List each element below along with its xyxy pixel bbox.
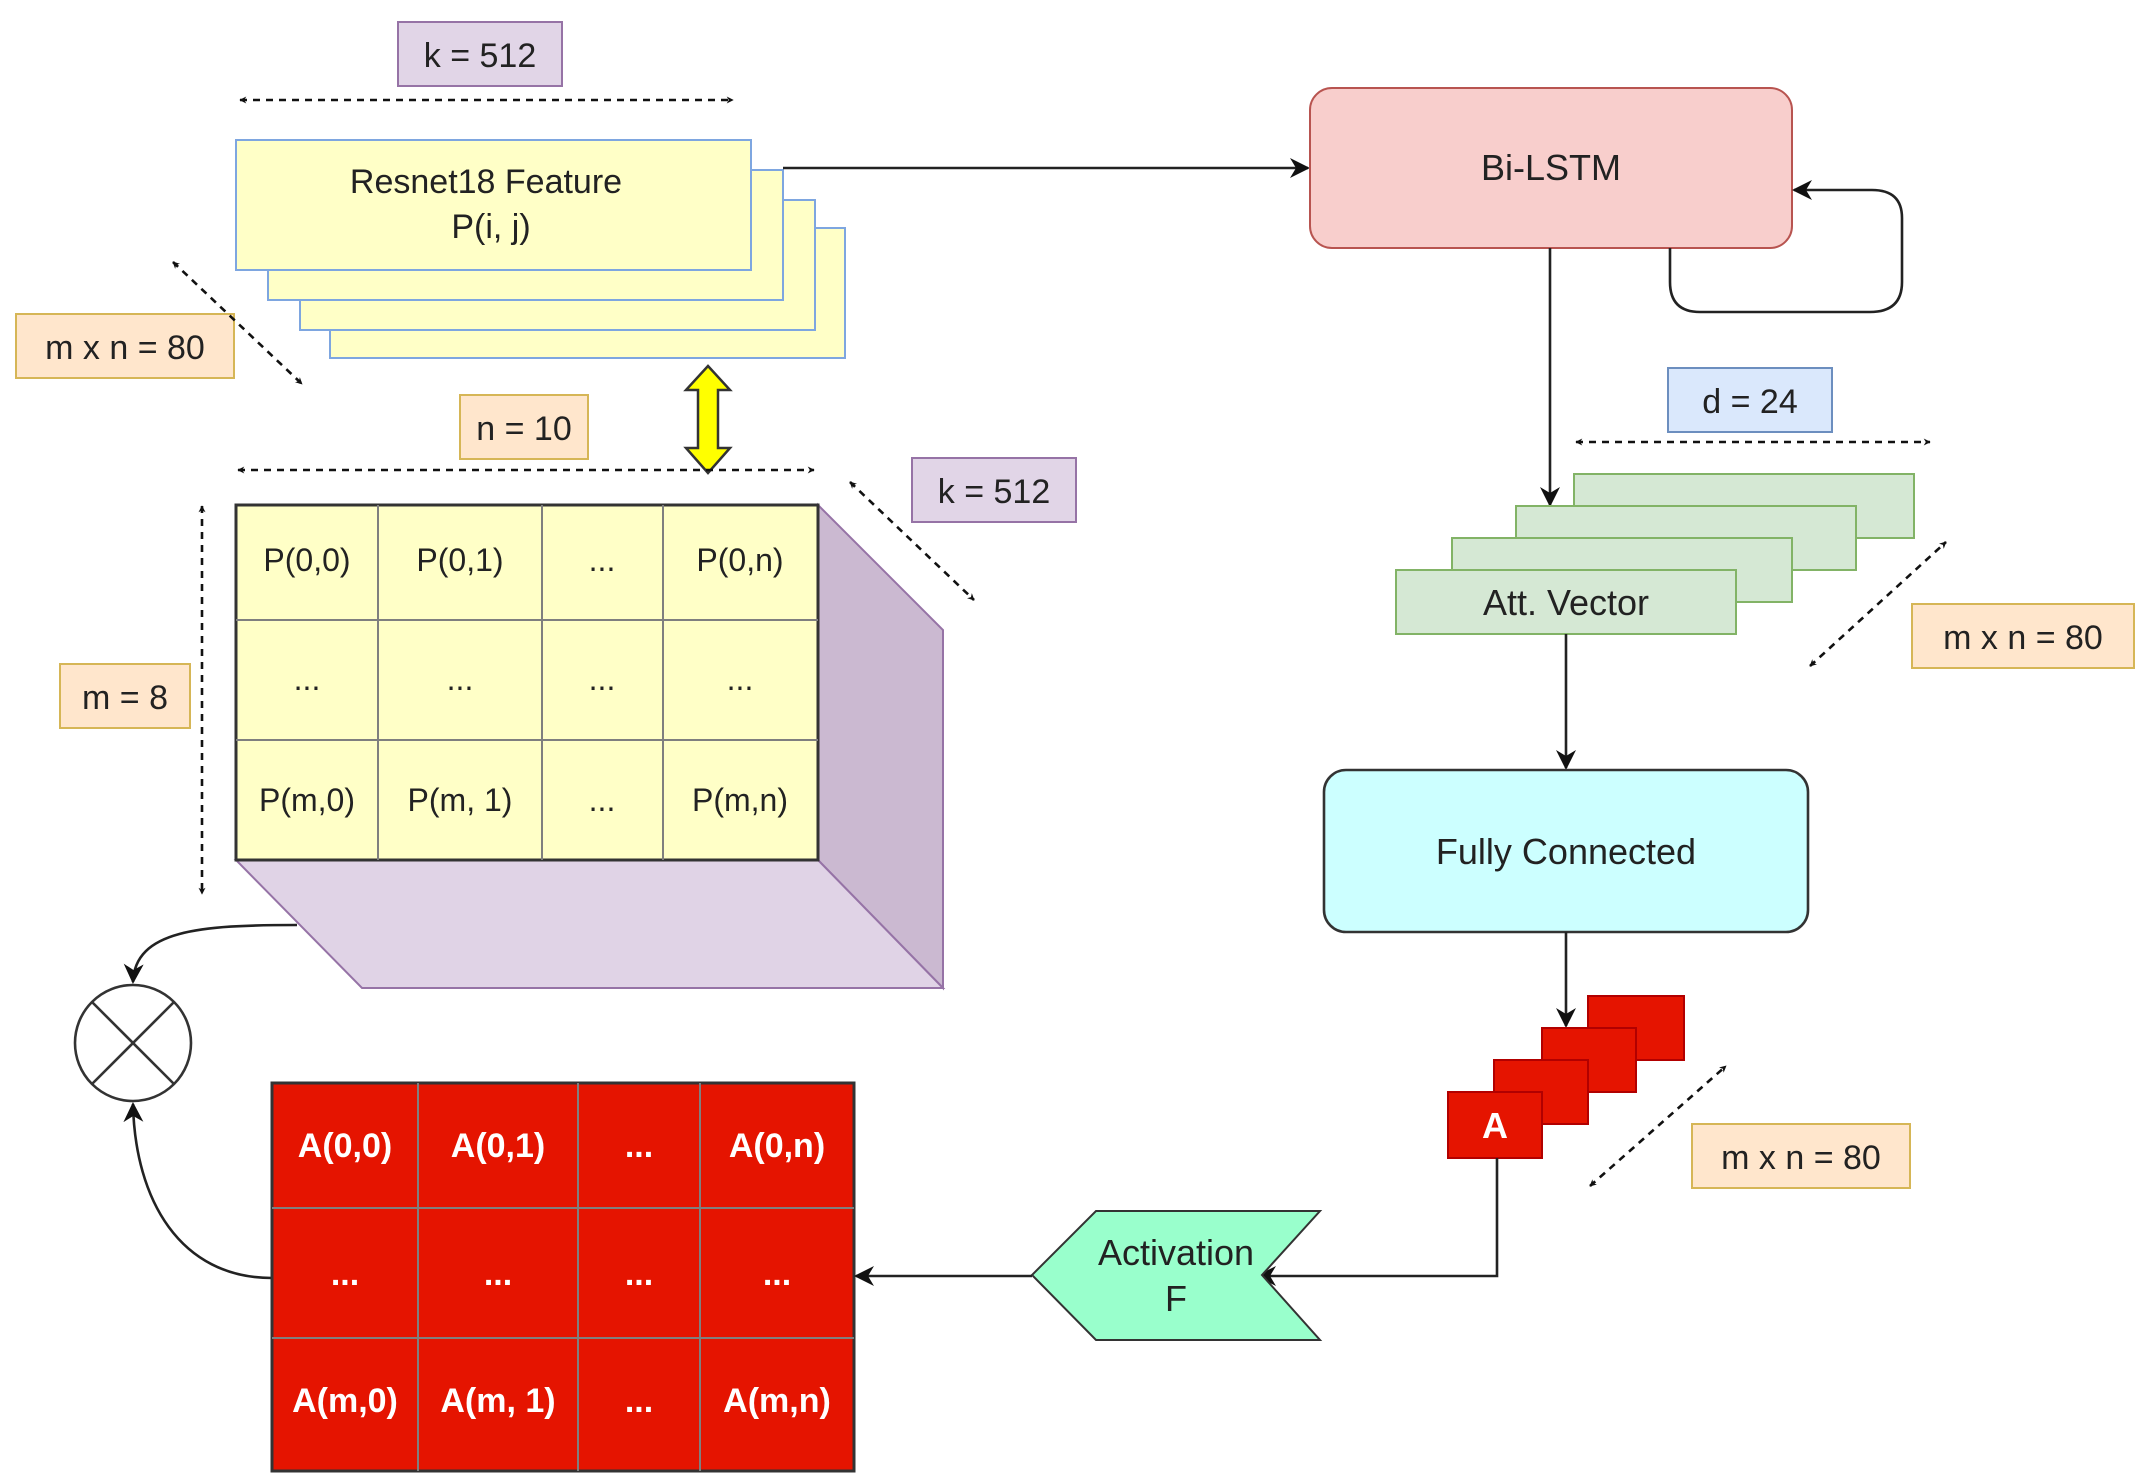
n-label-box: [459, 394, 589, 460]
mxn-a-dimension: m x n = 80: [1589, 1065, 1911, 1189]
mxn-a-arrow: [1589, 1065, 1727, 1187]
a-layer-1: [1447, 1091, 1543, 1159]
feature-layer-1: [235, 139, 752, 271]
a-block-label: A: [1482, 1105, 1508, 1146]
feature-stack: Resnet18 Feature P(i, j): [235, 139, 846, 359]
p-cell: ...: [589, 782, 616, 818]
cube-bottom-face: [233, 859, 946, 989]
n-dimension: n = 10: [237, 394, 815, 474]
p-cell: P(m,n): [692, 782, 788, 818]
mxn-a-label: m x n = 80: [1721, 1139, 1881, 1177]
mxn-left-label: m x n = 80: [45, 329, 205, 367]
mxn-att-arrow: [1809, 541, 1947, 667]
a-cell: A(0,1): [451, 1127, 545, 1165]
fully-connected-label: Fully Connected: [1436, 831, 1696, 872]
p-cell: ...: [294, 661, 321, 697]
p-cell: P(m,0): [259, 782, 355, 818]
a-cell: A(m,0): [292, 1382, 398, 1420]
n-label: n = 10: [476, 410, 571, 448]
p-cell: P(m, 1): [408, 782, 513, 818]
a-to-activation-arrow: [1256, 1158, 1499, 1286]
multiply-icon: [73, 983, 193, 1103]
a-cell: ...: [331, 1255, 359, 1293]
p-cell: P(0,n): [696, 542, 783, 578]
a-grid-to-multiply-arrow: [123, 1102, 273, 1280]
a-cell: ...: [484, 1255, 512, 1293]
mxn-a-label-box: [1691, 1123, 1911, 1189]
bilstm-block: Bi-LSTM: [1309, 87, 1793, 249]
d-label-box: [1667, 367, 1833, 433]
feature-title: Resnet18 Feature: [350, 163, 622, 201]
mxn-att-label-box: [1911, 603, 2135, 669]
bilstm-recurrent-loop: [1668, 180, 1904, 314]
mxn-att-label: m x n = 80: [1943, 619, 2103, 657]
k-top-label: k = 512: [424, 37, 536, 75]
k-cube-label: k = 512: [938, 473, 1050, 511]
att-vector-label: Att. Vector: [1483, 582, 1649, 623]
m-dimension: m = 8: [59, 505, 206, 895]
att-layer-1: [1395, 569, 1737, 635]
p-grid-face: [234, 503, 820, 862]
m-label: m = 8: [82, 679, 168, 717]
p-cell: ...: [447, 661, 474, 697]
p-cell: ...: [727, 661, 754, 697]
k-top-dimension: k = 512: [239, 21, 734, 104]
bilstm-label: Bi-LSTM: [1481, 147, 1621, 188]
double-arrow-icon: [683, 364, 733, 475]
p-cube: P(0,0) P(0,1) ... P(0,n) ... ... ... ...…: [233, 502, 946, 991]
feature-subtitle: P(i, j): [451, 208, 530, 246]
d-label: d = 24: [1702, 383, 1797, 421]
k-cube-arrow: [849, 481, 975, 601]
a-cell: A(m, 1): [440, 1382, 555, 1420]
mxn-left-dimension: m x n = 80: [15, 261, 303, 385]
a-cell: A(0,n): [729, 1127, 825, 1165]
mxn-att-dimension: m x n = 80: [1809, 541, 2135, 669]
activation-label-line2: F: [1165, 1278, 1187, 1319]
a-grid: A(0,0) A(0,1) ... A(0,n) ... ... ... ...…: [270, 1081, 856, 1473]
att-vector-stack: Att. Vector: [1395, 473, 1915, 635]
a-cell: ...: [763, 1255, 791, 1293]
p-cell: ...: [589, 542, 616, 578]
a-cell: ...: [625, 1127, 653, 1165]
p-cell: ...: [589, 661, 616, 697]
a-block-stack: A: [1447, 995, 1685, 1159]
k-top-label-box: [397, 21, 563, 87]
a-cell: A(0,0): [298, 1127, 392, 1165]
cube-to-multiply-arrow: [123, 923, 298, 984]
a-cell: ...: [625, 1255, 653, 1293]
m-label-box: [59, 663, 191, 729]
a-cell: A(m,n): [723, 1382, 831, 1420]
k-cube-dimension: k = 512: [849, 457, 1077, 601]
p-cell: P(0,1): [416, 542, 503, 578]
fully-connected-block: Fully Connected: [1322, 768, 1810, 934]
mxn-left-arrow: [172, 261, 303, 385]
activation-label-line1: Activation: [1098, 1232, 1254, 1273]
p-cell: P(0,0): [263, 542, 350, 578]
d-dimension: d = 24: [1575, 367, 1931, 446]
a-cell: ...: [625, 1382, 653, 1420]
